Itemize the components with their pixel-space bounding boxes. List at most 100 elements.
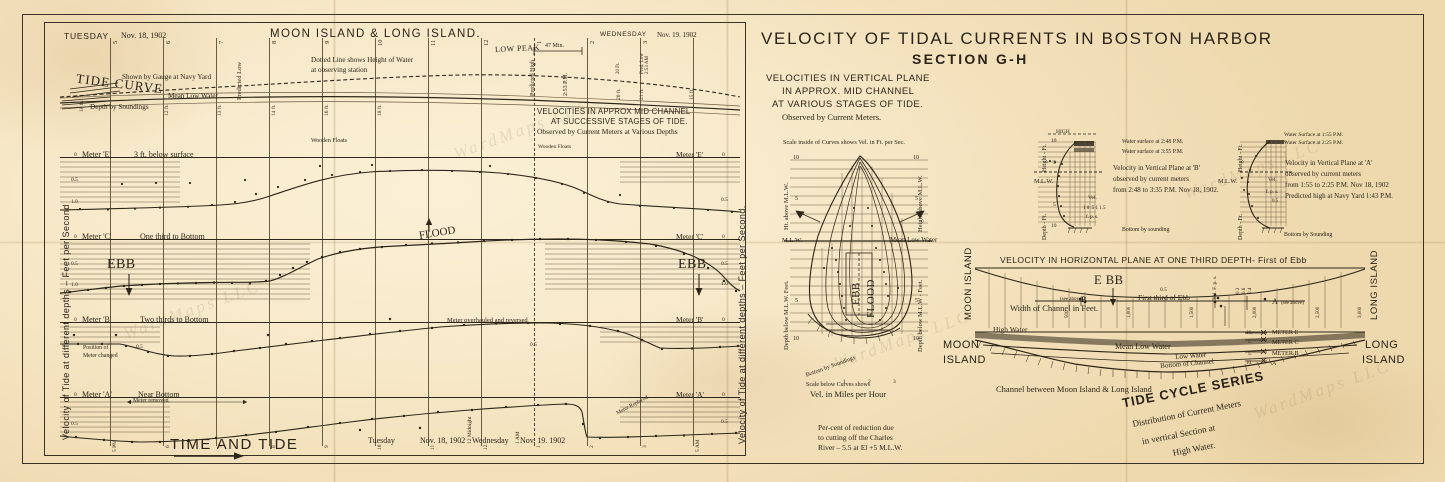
meter-e-desc: 3 ft. below surface [134, 150, 194, 159]
peak-time-label: 2:53 P.M. [563, 72, 569, 96]
center-axis-right-top: Height above M.L.W. [917, 175, 924, 232]
vel-05-label: 0.5 [1160, 287, 1167, 293]
mph-tick: 2 [868, 379, 871, 385]
meter-a-hatch-right [620, 401, 740, 423]
hour-tick: 9 [324, 40, 331, 44]
center-mean-low-water-right: Mean Low Water [890, 237, 938, 244]
bottom-tick: 5 AM [695, 439, 701, 452]
vel-value-label: 0.6 [1242, 287, 1247, 294]
hour-tick: 8 [271, 40, 278, 44]
center-tick-5-left: 5 [795, 196, 798, 202]
bottom-tick: 3 [642, 445, 648, 448]
scale-mark-0: 0 [74, 152, 77, 158]
depth-tick: 18 ft. [377, 104, 383, 116]
scale-mark-0-right: 0 [722, 152, 725, 158]
bottom-tick: 6 [165, 445, 171, 448]
center-flood-label: FLOOD [865, 279, 877, 318]
charles-note-2: to cutting off the Charles [818, 433, 893, 442]
center-mlw-left: M.L.W. [782, 237, 803, 244]
width-tick: 3,000 [1358, 306, 1363, 318]
center-tick-5-left-down: 5 [795, 298, 798, 304]
paper-fold [1125, 0, 1128, 482]
moon-island-top-label: MOON ISLAND [963, 247, 974, 320]
grid-vline [587, 38, 588, 446]
hour-tick: 5 [112, 40, 119, 44]
bottom-tick: 12 [483, 444, 489, 451]
position-meter-note-2: Meter changed [83, 353, 118, 359]
peak-offset-arrow [533, 47, 583, 55]
inset-a-height-axis: Height - Ft. [1238, 144, 1244, 172]
inset-a-mlw: M.L.W. [1218, 178, 1238, 185]
gauge-note: Shown by Gauge at Navy Yard [122, 73, 212, 81]
inset-b-tick-10-down: 10 [1051, 223, 1057, 229]
meter-e-label-right: Meter 'E' [676, 150, 704, 159]
mph-tick: 1 [843, 379, 846, 385]
first-third-of-ebb-label: First third of Ebb [1138, 293, 1190, 302]
page-title: VELOCITY OF TIDAL CURRENTS IN BOSTON HAR… [761, 29, 1273, 48]
inset-a-bottom-note: Bottom by Sounding [1284, 232, 1333, 238]
tide-curve-graphic [59, 74, 741, 116]
meter-removed-note: Meter removed [133, 398, 169, 404]
inset-a-water-surface-2: Water Surface at 2:25 P.M. [1284, 140, 1344, 146]
charles-note-3: River – 5.5 at El +5 M.L.W. [818, 443, 903, 452]
meter-a-label-right: Meter 'A' [676, 390, 704, 399]
inset-a-depth-axis: Depth - Ft. [1238, 213, 1244, 240]
depth-tick: 20 ft. [616, 88, 622, 100]
width-tick: 2,500 [1316, 306, 1321, 318]
meter-b-hatch [60, 326, 160, 343]
grid-vline [640, 38, 641, 446]
subtitle-line2: IN APPROX. MID CHANNEL [782, 86, 915, 97]
time-and-tide-label: TIME AND TIDE [170, 436, 299, 453]
grid-vline [322, 38, 323, 446]
long-island-label-2: ISLAND [1362, 354, 1406, 366]
bottom-tick: 1 [536, 445, 542, 448]
scale-mark-10-c: 1.0 [71, 282, 78, 288]
center-tick-5-right-down: 5 [915, 298, 918, 304]
bottom-label-nov18: Nov. 18, 1902 [420, 436, 466, 445]
inset-b-high-label: HIGH [1056, 129, 1070, 135]
depth-tick: 13 ft. [217, 104, 223, 116]
inset-a-fps: f. p. s. [1266, 190, 1279, 195]
grid-vline [428, 38, 429, 446]
horizontal-plane-title: VELOCITY IN HORIZONTAL PLANE AT ONE THIR… [1000, 255, 1307, 265]
center-tick-10-left-down: 10 [793, 336, 799, 342]
depth-soundings-note: Depth by Soundings [90, 103, 149, 111]
peak-offset-label: 47 Min. [545, 43, 565, 49]
dotted-note-line2: at observing station [311, 66, 368, 74]
hour-tick: 12 [483, 39, 490, 47]
long-island-top-label: LONG ISLAND [1369, 249, 1380, 320]
moon-island-label-2: ISLAND [943, 354, 987, 366]
vel-fps-label: Vel. F. p. s. [1212, 275, 1218, 300]
right-axis-title: Velocity of Tide at different depths – F… [737, 205, 747, 444]
center-bottom-note-2: Vel. in Miles per Hour [810, 389, 887, 399]
meter-a-label: Meter 'A' [82, 390, 112, 399]
width-of-channel-label: Width of Channel in Feet. [1010, 303, 1099, 313]
inset-b-tick-5-down: 5 [1053, 202, 1056, 208]
center-ebb-label: EBB [850, 282, 862, 305]
scale-mark-0-b-right: 0 [722, 317, 725, 323]
depth-tick-10d: 10. [1246, 361, 1253, 366]
inset-b-water-surface-1: Water surface at 2:48 P.M. [1122, 139, 1184, 145]
time-and-tide-arrow [174, 452, 244, 460]
mph-tick: 3 [893, 379, 896, 385]
mean-low-water-label: Mean Low Water [168, 92, 218, 100]
grid-vline-midnight [534, 38, 535, 446]
meter-b-zero-line [60, 322, 740, 324]
vel-value-label: 0.3 [1236, 287, 1241, 294]
scale-mark-05-a: 0.5 [71, 421, 78, 427]
meter-e-zero-line [60, 157, 740, 159]
horizontal-plane-diagram [974, 267, 1366, 379]
depth-tick: 14 ft. [271, 104, 277, 116]
meter-c-label: Meter 'C' [82, 232, 112, 241]
inset-a-diagram [1240, 140, 1292, 234]
scale-mark-0-b: 0 [74, 317, 77, 323]
meter-a-curve [59, 402, 741, 444]
center-bottom-note-1: Scale below Curves shows [806, 382, 871, 388]
depth-tick-5d: 5. [1248, 352, 1252, 357]
inset-a-caption-4: Predicted high at Navy Yard 1:43 P.M. [1285, 192, 1393, 200]
flood-arrow [425, 218, 433, 232]
center-tick-10-right: 10 [913, 155, 919, 161]
grid-vline [481, 38, 482, 446]
inset-b-tick-10: 10 [1051, 138, 1057, 144]
